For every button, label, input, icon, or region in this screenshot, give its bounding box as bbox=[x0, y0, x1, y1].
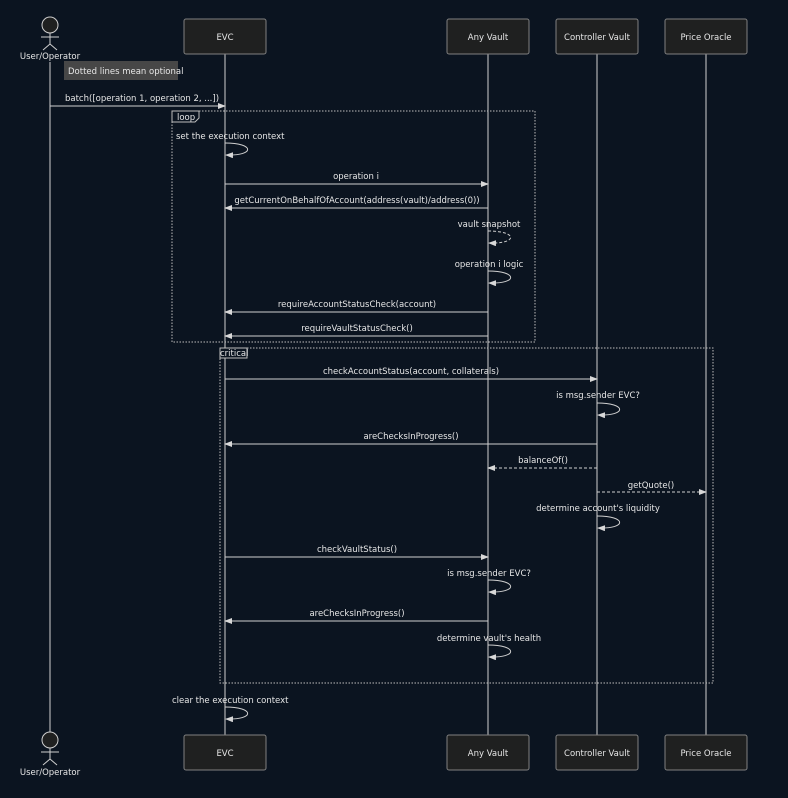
participant-any-vault-bottom[interactable]: Any Vault bbox=[446, 734, 530, 771]
message-label: clear the execution context bbox=[172, 696, 289, 706]
message-set-execution-context[interactable]: set the execution context bbox=[176, 132, 285, 159]
frame-critical: critical bbox=[219, 347, 714, 684]
actor-user-top[interactable]: User/Operator bbox=[20, 16, 81, 62]
message-label: checkVaultStatus() bbox=[317, 545, 397, 555]
message-label: set the execution context bbox=[176, 132, 285, 142]
message-label: balanceOf() bbox=[518, 456, 568, 466]
actor-user-bottom[interactable]: User/Operator bbox=[20, 731, 81, 778]
message-get-quote[interactable]: getQuote() bbox=[597, 481, 707, 495]
note-text: Dotted lines mean optional bbox=[68, 67, 183, 77]
message-check-vault-status[interactable]: checkVaultStatus() bbox=[225, 545, 489, 560]
message-is-msg-sender-evc-vault[interactable]: is msg.sender EVC? bbox=[447, 569, 531, 596]
message-label: determine vault's health bbox=[437, 634, 541, 644]
message-label: vault snapshot bbox=[458, 220, 521, 230]
message-label: getCurrentOnBehalfOfAccount(address(vaul… bbox=[234, 196, 479, 206]
message-determine-vault-health[interactable]: determine vault's health bbox=[437, 634, 541, 661]
participant-price-oracle-top[interactable]: Price Oracle bbox=[664, 18, 748, 55]
actor-label: User/Operator bbox=[20, 768, 81, 778]
message-label: is msg.sender EVC? bbox=[447, 569, 531, 579]
participant-label: Controller Vault bbox=[564, 33, 631, 43]
message-label: batch([operation 1, operation 2, ...]) bbox=[65, 94, 219, 104]
message-clear-execution-context[interactable]: clear the execution context bbox=[172, 696, 289, 723]
message-label: checkAccountStatus(account, collaterals) bbox=[323, 367, 499, 377]
participant-label: EVC bbox=[216, 33, 233, 43]
frame-loop: loop bbox=[171, 110, 536, 343]
message-vault-snapshot[interactable]: vault snapshot bbox=[458, 220, 521, 247]
message-label: operation i bbox=[333, 172, 379, 182]
actor-head-icon bbox=[41, 731, 59, 749]
participant-controller-vault-top[interactable]: Controller Vault bbox=[555, 18, 639, 55]
frame-label: loop bbox=[177, 113, 195, 123]
participant-label: Controller Vault bbox=[564, 749, 631, 759]
message-label: requireVaultStatusCheck() bbox=[301, 324, 413, 334]
message-operation-i[interactable]: operation i bbox=[225, 172, 489, 187]
message-label: areChecksInProgress() bbox=[309, 609, 404, 619]
message-label: areChecksInProgress() bbox=[363, 432, 458, 442]
message-require-vault-status-check[interactable]: requireVaultStatusCheck() bbox=[224, 324, 488, 339]
message-label: getQuote() bbox=[628, 481, 674, 491]
note-optional: Dotted lines mean optional bbox=[64, 61, 183, 80]
message-check-account-status[interactable]: checkAccountStatus(account, collaterals) bbox=[225, 367, 598, 382]
participant-evc-top[interactable]: EVC bbox=[183, 18, 267, 55]
actor-label: User/Operator bbox=[20, 52, 81, 62]
message-label: determine account's liquidity bbox=[536, 504, 660, 514]
message-balance-of[interactable]: balanceOf() bbox=[487, 456, 597, 471]
actor-head-icon bbox=[41, 16, 59, 34]
message-are-checks-in-progress-controller[interactable]: areChecksInProgress() bbox=[224, 432, 597, 447]
message-label: operation i logic bbox=[455, 260, 524, 270]
participant-any-vault-top[interactable]: Any Vault bbox=[446, 18, 530, 55]
participant-price-oracle-bottom[interactable]: Price Oracle bbox=[664, 734, 748, 771]
message-batch[interactable]: batch([operation 1, operation 2, ...]) bbox=[50, 94, 226, 109]
participant-controller-vault-bottom[interactable]: Controller Vault bbox=[555, 734, 639, 771]
participant-label: Price Oracle bbox=[680, 749, 731, 759]
participant-evc-bottom[interactable]: EVC bbox=[183, 734, 267, 771]
message-is-msg-sender-evc-controller[interactable]: is msg.sender EVC? bbox=[556, 391, 640, 419]
frame-label: critical bbox=[220, 349, 248, 359]
participant-label: Any Vault bbox=[468, 749, 509, 759]
participant-label: Price Oracle bbox=[680, 33, 731, 43]
message-label: requireAccountStatusCheck(account) bbox=[278, 300, 436, 310]
message-require-account-status-check[interactable]: requireAccountStatusCheck(account) bbox=[224, 300, 488, 315]
message-operation-i-logic[interactable]: operation i logic bbox=[455, 260, 524, 287]
participant-label: Any Vault bbox=[468, 33, 509, 43]
participant-label: EVC bbox=[216, 749, 233, 759]
message-determine-account-liquidity[interactable]: determine account's liquidity bbox=[536, 504, 660, 532]
message-are-checks-in-progress-vault[interactable]: areChecksInProgress() bbox=[224, 609, 488, 624]
message-label: is msg.sender EVC? bbox=[556, 391, 640, 401]
message-get-current-on-behalf[interactable]: getCurrentOnBehalfOfAccount(address(vaul… bbox=[224, 196, 488, 211]
